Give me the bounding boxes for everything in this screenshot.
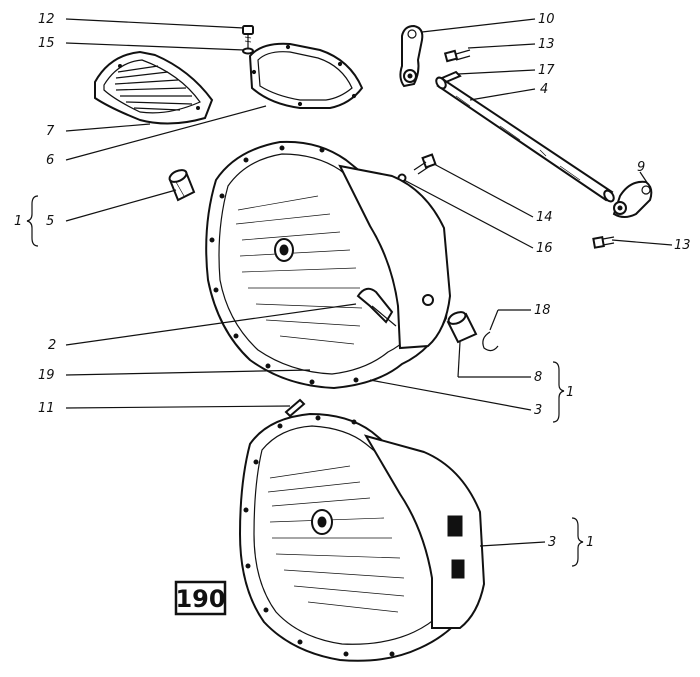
callout-19: 19 (38, 368, 55, 383)
callout-1-right-middle: 1 (566, 385, 574, 400)
callout-5: 5 (46, 214, 54, 229)
lever-part-9 (612, 180, 653, 218)
callout-1-left: 1 (14, 214, 22, 229)
upper-clutch-housing-part-3 (205, 140, 452, 390)
clip-part-18 (482, 331, 499, 352)
shaft-part-4 (435, 76, 615, 203)
brace-right-middle (552, 361, 565, 423)
callout-12: 12 (38, 12, 55, 27)
callout-13-lower: 13 (674, 238, 691, 253)
callout-9: 9 (637, 160, 645, 175)
callout-1-right-lower: 1 (586, 535, 594, 550)
callout-15: 15 (38, 36, 55, 51)
callout-18: 18 (534, 303, 551, 318)
bolt-part-13-upper (443, 49, 471, 63)
brace-left (26, 195, 39, 247)
callout-3-lower: 3 (548, 535, 556, 550)
bolt-part-13-lower (592, 236, 615, 249)
callout-7: 7 (46, 124, 55, 139)
louvred-cover-part-7 (94, 50, 214, 125)
pin-part-11 (284, 398, 306, 418)
brace-right-lower (571, 517, 584, 567)
screw-part-12 (242, 25, 254, 48)
callout-14: 14 (536, 210, 553, 225)
lever-part-10 (399, 24, 424, 88)
callout-13-upper: 13 (538, 37, 555, 52)
callout-2: 2 (48, 338, 56, 353)
callout-8: 8 (534, 370, 542, 385)
plate-number: 190 (175, 585, 225, 613)
callout-17: 17 (538, 63, 555, 78)
bolt-part-14 (413, 153, 437, 175)
callout-6: 6 (46, 153, 54, 168)
washer-part-15 (242, 47, 254, 55)
sleeve-part-5 (168, 169, 196, 202)
callout-11: 11 (38, 401, 55, 416)
callout-16: 16 (536, 241, 553, 256)
sleeve-part-8 (446, 311, 478, 344)
callout-4: 4 (540, 82, 548, 97)
callout-3-upper: 3 (534, 403, 542, 418)
plate-number-box: 190 (174, 580, 227, 616)
callout-10: 10 (538, 12, 555, 27)
lower-clutch-housing-part-3 (238, 412, 486, 662)
fork-part-2 (356, 287, 397, 327)
leader-lines (65, 18, 673, 547)
gasket-part-6 (248, 42, 364, 109)
